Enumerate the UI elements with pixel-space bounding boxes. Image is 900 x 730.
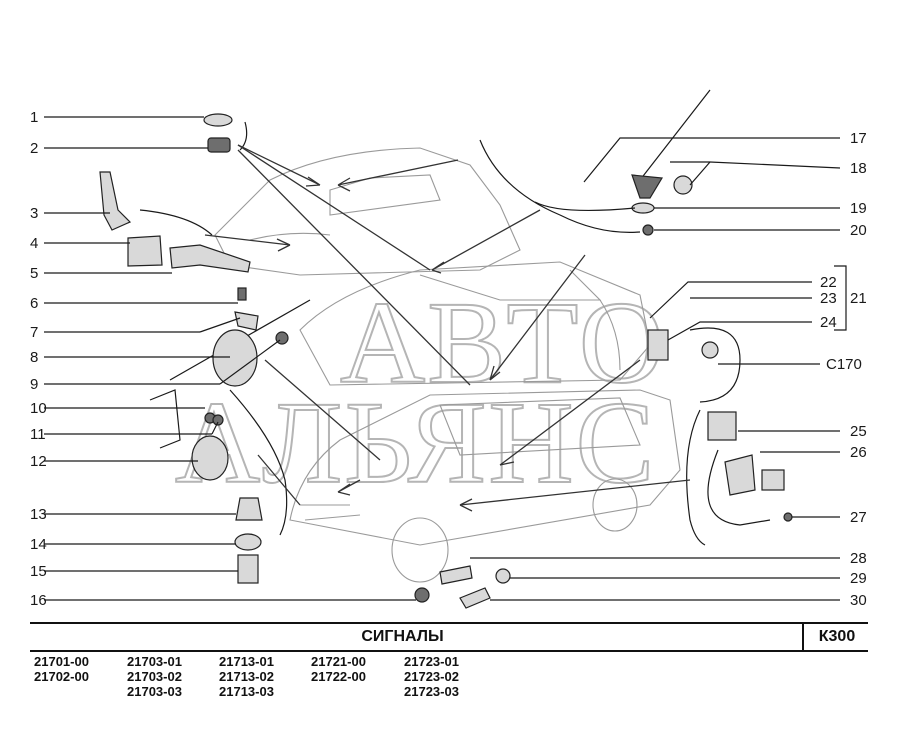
part-12-horn xyxy=(191,435,229,481)
part-16-nut xyxy=(414,587,430,603)
callouts-right: 17 18 19 20 22 23 21 24 C170 25 26 27 28… xyxy=(820,130,867,609)
model-code: 21713-02 xyxy=(219,669,274,684)
part-6-bolt xyxy=(237,287,247,301)
part-8-horn xyxy=(212,329,258,387)
title-bar: СИГНАЛЫ К300 xyxy=(30,622,868,652)
model-code: 21722-00 xyxy=(311,669,366,684)
callout-18: 18 xyxy=(850,160,867,177)
callout-8: 8 xyxy=(30,349,38,366)
callout-25: 25 xyxy=(850,423,867,440)
part-2-bushing xyxy=(207,137,231,153)
callout-1: 1 xyxy=(30,109,38,126)
part-20-nut xyxy=(642,224,654,236)
callout-c170: C170 xyxy=(826,356,862,373)
title-divider xyxy=(802,624,804,650)
model-code: 21723-01 xyxy=(404,654,459,669)
model-code: 21713-03 xyxy=(219,684,274,699)
callout-22: 22 xyxy=(820,274,837,291)
part-4-switch-body xyxy=(127,235,163,267)
leader-lines xyxy=(44,116,841,601)
callout-6: 6 xyxy=(30,295,38,312)
part-13-switch-boot xyxy=(235,497,263,521)
pointer-arrows xyxy=(204,144,691,512)
group-bracket-21 xyxy=(834,265,847,331)
watermark: АВТО АЛЬЯНС xyxy=(174,276,666,509)
part-30-switch xyxy=(459,587,491,609)
model-code: 21701-00 xyxy=(34,654,89,669)
watermark-line-2: АЛЬЯНС xyxy=(175,377,656,508)
part-17-antenna-rod xyxy=(639,89,711,181)
part-1-cap xyxy=(203,113,233,127)
part-7-bracket xyxy=(234,311,259,331)
callout-16: 16 xyxy=(30,592,47,609)
callout-4: 4 xyxy=(30,235,38,252)
callout-23: 23 xyxy=(820,290,837,307)
section-code: К300 xyxy=(818,628,856,645)
callout-21: 21 xyxy=(850,290,867,307)
part-27-screw xyxy=(783,512,793,522)
part-18-gasket xyxy=(673,175,693,195)
part-26-bracket xyxy=(724,454,756,496)
callout-2: 2 xyxy=(30,140,38,157)
part-19-nut xyxy=(631,202,655,214)
part-c170-screw xyxy=(701,341,719,359)
callout-12: 12 xyxy=(30,453,47,470)
model-code: 21713-01 xyxy=(219,654,274,669)
model-column-5: 21723-01 21723-02 21723-03 xyxy=(404,654,484,699)
model-column-2: 21703-01 21703-02 21703-03 xyxy=(127,654,207,699)
parts xyxy=(99,89,793,609)
part-17-antenna-base xyxy=(631,174,664,199)
callout-7: 7 xyxy=(30,324,38,341)
part-26-connector xyxy=(761,469,785,491)
part-11-washer xyxy=(212,414,224,426)
model-code: 21703-01 xyxy=(127,654,182,669)
callout-15: 15 xyxy=(30,563,47,580)
part-14-ring xyxy=(234,533,262,551)
model-code: 21703-02 xyxy=(127,669,182,684)
model-code: 21702-00 xyxy=(34,669,89,684)
part-26-wire xyxy=(707,449,771,526)
callout-27: 27 xyxy=(850,509,867,526)
part-15-switch xyxy=(237,554,259,584)
callout-13: 13 xyxy=(30,506,47,523)
callout-29: 29 xyxy=(850,570,867,587)
callout-19: 19 xyxy=(850,200,867,217)
callout-30: 30 xyxy=(850,592,867,609)
callout-11: 11 xyxy=(30,426,46,443)
model-code: 21723-02 xyxy=(404,669,459,684)
callout-28: 28 xyxy=(850,550,867,567)
parts-diagram: АВТО АЛЬЯНС xyxy=(30,89,867,609)
car-outline-hatchback xyxy=(214,147,521,276)
part-19-cable xyxy=(534,201,636,212)
callout-20: 20 xyxy=(850,222,867,239)
model-code: 21723-03 xyxy=(404,684,459,699)
callouts-left: 1 2 3 4 5 6 7 8 9 10 11 12 13 14 15 16 xyxy=(30,109,47,609)
callout-14: 14 xyxy=(30,536,47,553)
model-column-3: 21713-01 21713-02 21713-03 xyxy=(219,654,299,699)
model-column-1: 21701-00 21702-00 xyxy=(34,654,114,684)
part-28-switch xyxy=(439,565,473,585)
part-24-lamp xyxy=(647,329,669,361)
callout-26: 26 xyxy=(850,444,867,461)
model-code: 21703-03 xyxy=(127,684,182,699)
part-5-switch-lever xyxy=(169,244,251,273)
callout-17: 17 xyxy=(850,130,867,147)
model-column-4: 21721-00 21722-00 xyxy=(311,654,391,684)
part-25-module xyxy=(707,411,737,441)
callout-9: 9 xyxy=(30,376,38,393)
callout-10: 10 xyxy=(30,400,47,417)
callout-24: 24 xyxy=(820,314,837,331)
section-title: СИГНАЛЫ xyxy=(361,628,444,645)
model-code: 21721-00 xyxy=(311,654,366,669)
callout-5: 5 xyxy=(30,265,38,282)
callout-3: 3 xyxy=(30,205,38,222)
part-3-switch-lever xyxy=(99,171,132,231)
watermark-line-1: АВТО xyxy=(340,277,666,408)
part-29-ring xyxy=(495,568,511,584)
